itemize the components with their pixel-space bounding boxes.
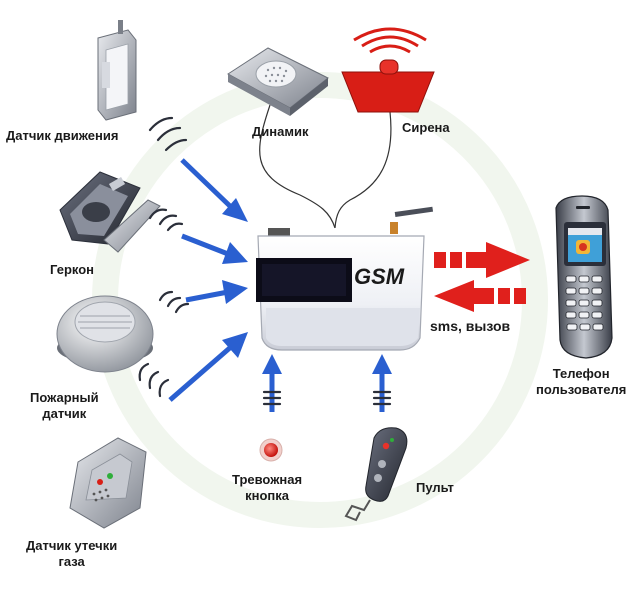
speaker-icon — [227, 47, 329, 116]
label-speaker: Динамик — [252, 124, 309, 139]
blue-arrow-gas — [168, 332, 248, 402]
blue-arrow-reed — [181, 233, 248, 264]
gsm-panel-icon — [256, 206, 434, 351]
label-gsm: GSM — [354, 264, 405, 289]
label-phone-line2: пользователя — [536, 382, 627, 397]
label-sms-call: sms, вызов — [430, 318, 511, 334]
label-gas-sensor-line1: Датчик утечки — [26, 538, 118, 553]
label-fire-sensor-line2: датчик — [42, 406, 87, 421]
label-gas-sensor-line2: газа — [58, 554, 85, 569]
label-phone: Телефон пользователя — [536, 366, 626, 398]
panic-button-icon — [259, 438, 283, 462]
motion-sensor-icon — [97, 20, 137, 121]
label-gas-sensor: Датчик утечки газа — [26, 538, 117, 570]
label-panic-button: Тревожная кнопка — [232, 472, 302, 504]
label-fire-sensor: Пожарный датчик — [30, 390, 99, 422]
label-remote: Пульт — [416, 480, 454, 495]
siren-wire — [334, 111, 392, 229]
siren-icon — [341, 27, 435, 113]
key-fob-icon — [344, 427, 408, 522]
reed-switch-icon — [59, 171, 161, 253]
label-fire-sensor-line1: Пожарный — [30, 390, 99, 405]
label-panic-button-line1: Тревожная — [232, 472, 303, 487]
blue-arrow-motion — [180, 158, 248, 222]
label-reed-switch: Геркон — [50, 262, 95, 277]
mobile-phone-icon — [555, 195, 613, 359]
blue-arrow-fire — [185, 280, 248, 304]
smoke-detector-icon — [56, 295, 154, 373]
red-arrow-from-phone — [434, 280, 526, 312]
red-arrow-to-phone — [434, 242, 530, 278]
gas-sensor-icon — [69, 437, 147, 529]
label-panic-button-line2: кнопка — [245, 488, 289, 503]
wireless-waves — [138, 116, 392, 406]
label-phone-line1: Телефон — [552, 366, 610, 381]
speaker-wire — [259, 104, 336, 229]
label-motion-sensor: Датчик движения — [6, 128, 119, 143]
label-siren: Сирена — [402, 120, 450, 135]
